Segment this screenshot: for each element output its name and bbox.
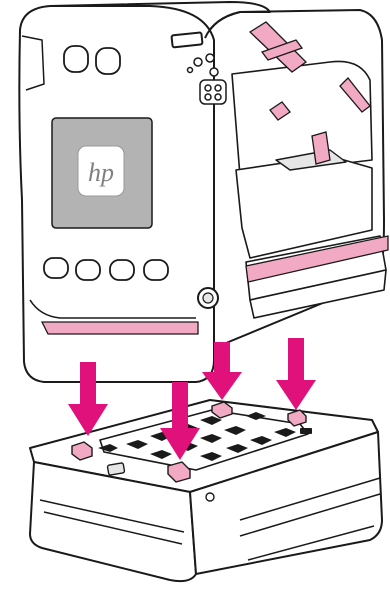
tray-front-face	[29, 461, 197, 583]
down-arrow-icon	[160, 382, 200, 460]
shipping-tape	[339, 77, 371, 113]
tray-indicator-icon	[205, 492, 215, 502]
down-arrow-icon	[68, 362, 108, 436]
shipping-tape-group	[40, 21, 389, 335]
printer-top	[49, 1, 271, 39]
printer-control-buttons	[186, 53, 227, 105]
tray-vent-holes	[98, 412, 296, 461]
alignment-pin	[71, 441, 93, 461]
hp-logo: hp	[88, 158, 114, 187]
alignment-pin-group	[71, 401, 307, 483]
shipping-tape	[260, 39, 304, 61]
down-arrow-group	[68, 338, 316, 460]
shipping-tape	[40, 321, 199, 335]
printer: hp	[18, 1, 387, 383]
shipping-tape	[245, 235, 389, 283]
alignment-pin	[211, 401, 233, 419]
alignment-pin	[167, 461, 191, 483]
shipping-tape	[311, 131, 331, 165]
printer-bottom-vents	[43, 257, 169, 281]
down-arrow-icon	[202, 342, 242, 400]
power-button-icon	[197, 287, 219, 309]
tray-right-face	[189, 431, 383, 575]
printer-side-door	[231, 60, 373, 177]
down-arrow-icon	[276, 338, 316, 410]
printer-top-vents	[63, 45, 121, 75]
tray-latch	[106, 462, 126, 476]
printer-display-window	[170, 31, 204, 49]
shipping-tape	[269, 101, 291, 121]
printer-corner-panel	[21, 35, 45, 91]
alignment-pin	[287, 409, 307, 427]
